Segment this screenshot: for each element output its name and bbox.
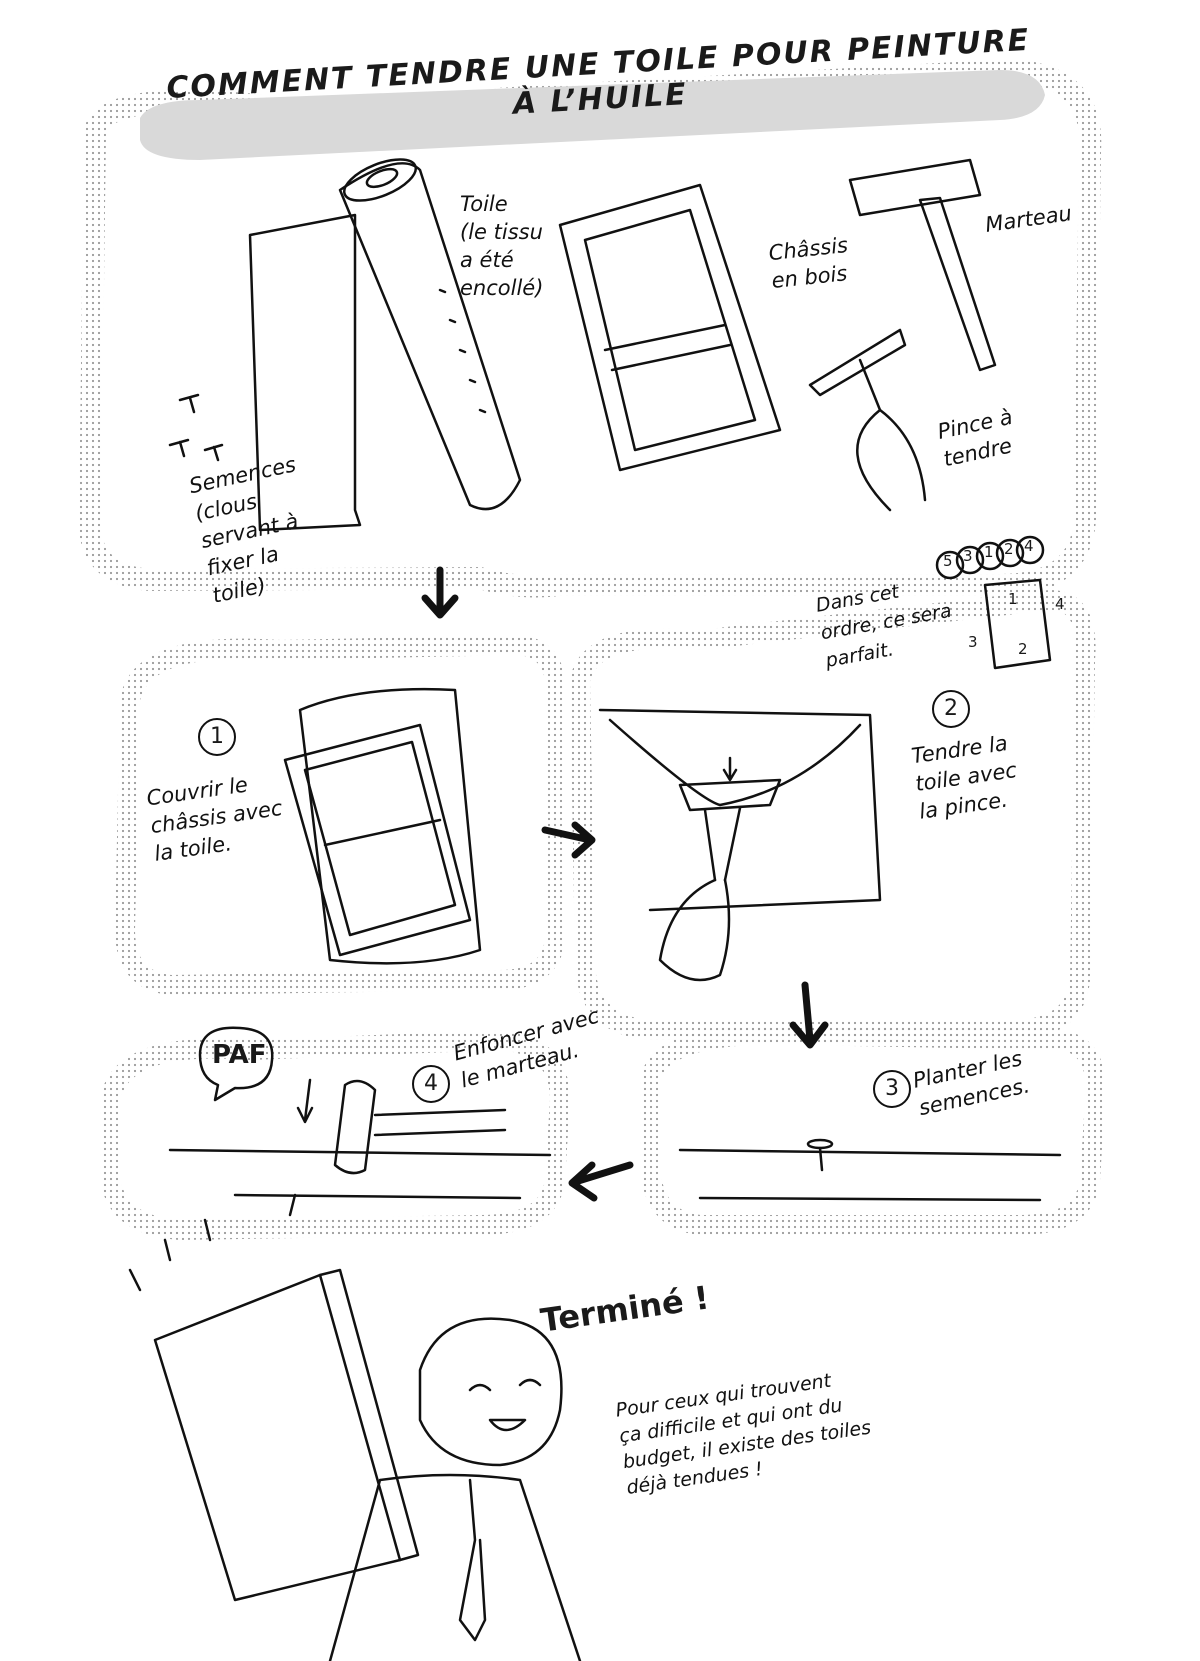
step2-drawing <box>598 708 882 982</box>
label-toile: Toile (le tissu a été encollé) <box>460 192 544 300</box>
tacks-drawing <box>168 393 224 462</box>
order-num-1: 5 <box>943 552 953 570</box>
sound-effect: PAF <box>212 1040 267 1070</box>
step4-drawing <box>168 1026 552 1200</box>
order-num-2: 3 <box>963 547 973 565</box>
step1-number: 1 <box>198 718 236 756</box>
step3-drawing <box>678 1138 1062 1202</box>
hammer-drawing <box>848 158 997 372</box>
frame-num-1: 1 <box>1008 590 1018 608</box>
character-drawing <box>328 1317 582 1661</box>
step4-panel <box>100 1029 571 1241</box>
frame-drawing <box>558 183 782 472</box>
order-num-4: 2 <box>1004 540 1014 558</box>
canvas-roll-drawing <box>248 158 522 532</box>
step2-text: Tendre la toile avec la pince. <box>909 731 1019 824</box>
step1-drawing <box>283 687 482 965</box>
arrow-right-1 <box>541 821 596 859</box>
arrow-down-1 <box>421 566 459 619</box>
step3-number: 3 <box>873 1070 911 1108</box>
step1-panel <box>114 634 566 996</box>
arrow-left-1 <box>568 1161 634 1202</box>
materials-panel <box>78 58 1102 598</box>
order-num-3: 1 <box>984 543 994 561</box>
order-diagram <box>935 535 1052 670</box>
label-chassis: Châssis en bois <box>767 232 850 294</box>
finished-canvas-drawing <box>128 1193 420 1602</box>
step2-panel <box>569 589 1096 1040</box>
frame-num-3: 3 <box>968 633 978 651</box>
step4-number: 4 <box>412 1065 450 1103</box>
order-num-5: 4 <box>1024 537 1034 555</box>
frame-num-2: 2 <box>1018 640 1028 658</box>
step2-number: 2 <box>932 690 970 728</box>
step3-panel <box>640 1024 1106 1235</box>
pliers-drawing <box>808 328 927 512</box>
frame-num-4: 4 <box>1055 595 1065 613</box>
arrow-down-2 <box>789 981 829 1049</box>
